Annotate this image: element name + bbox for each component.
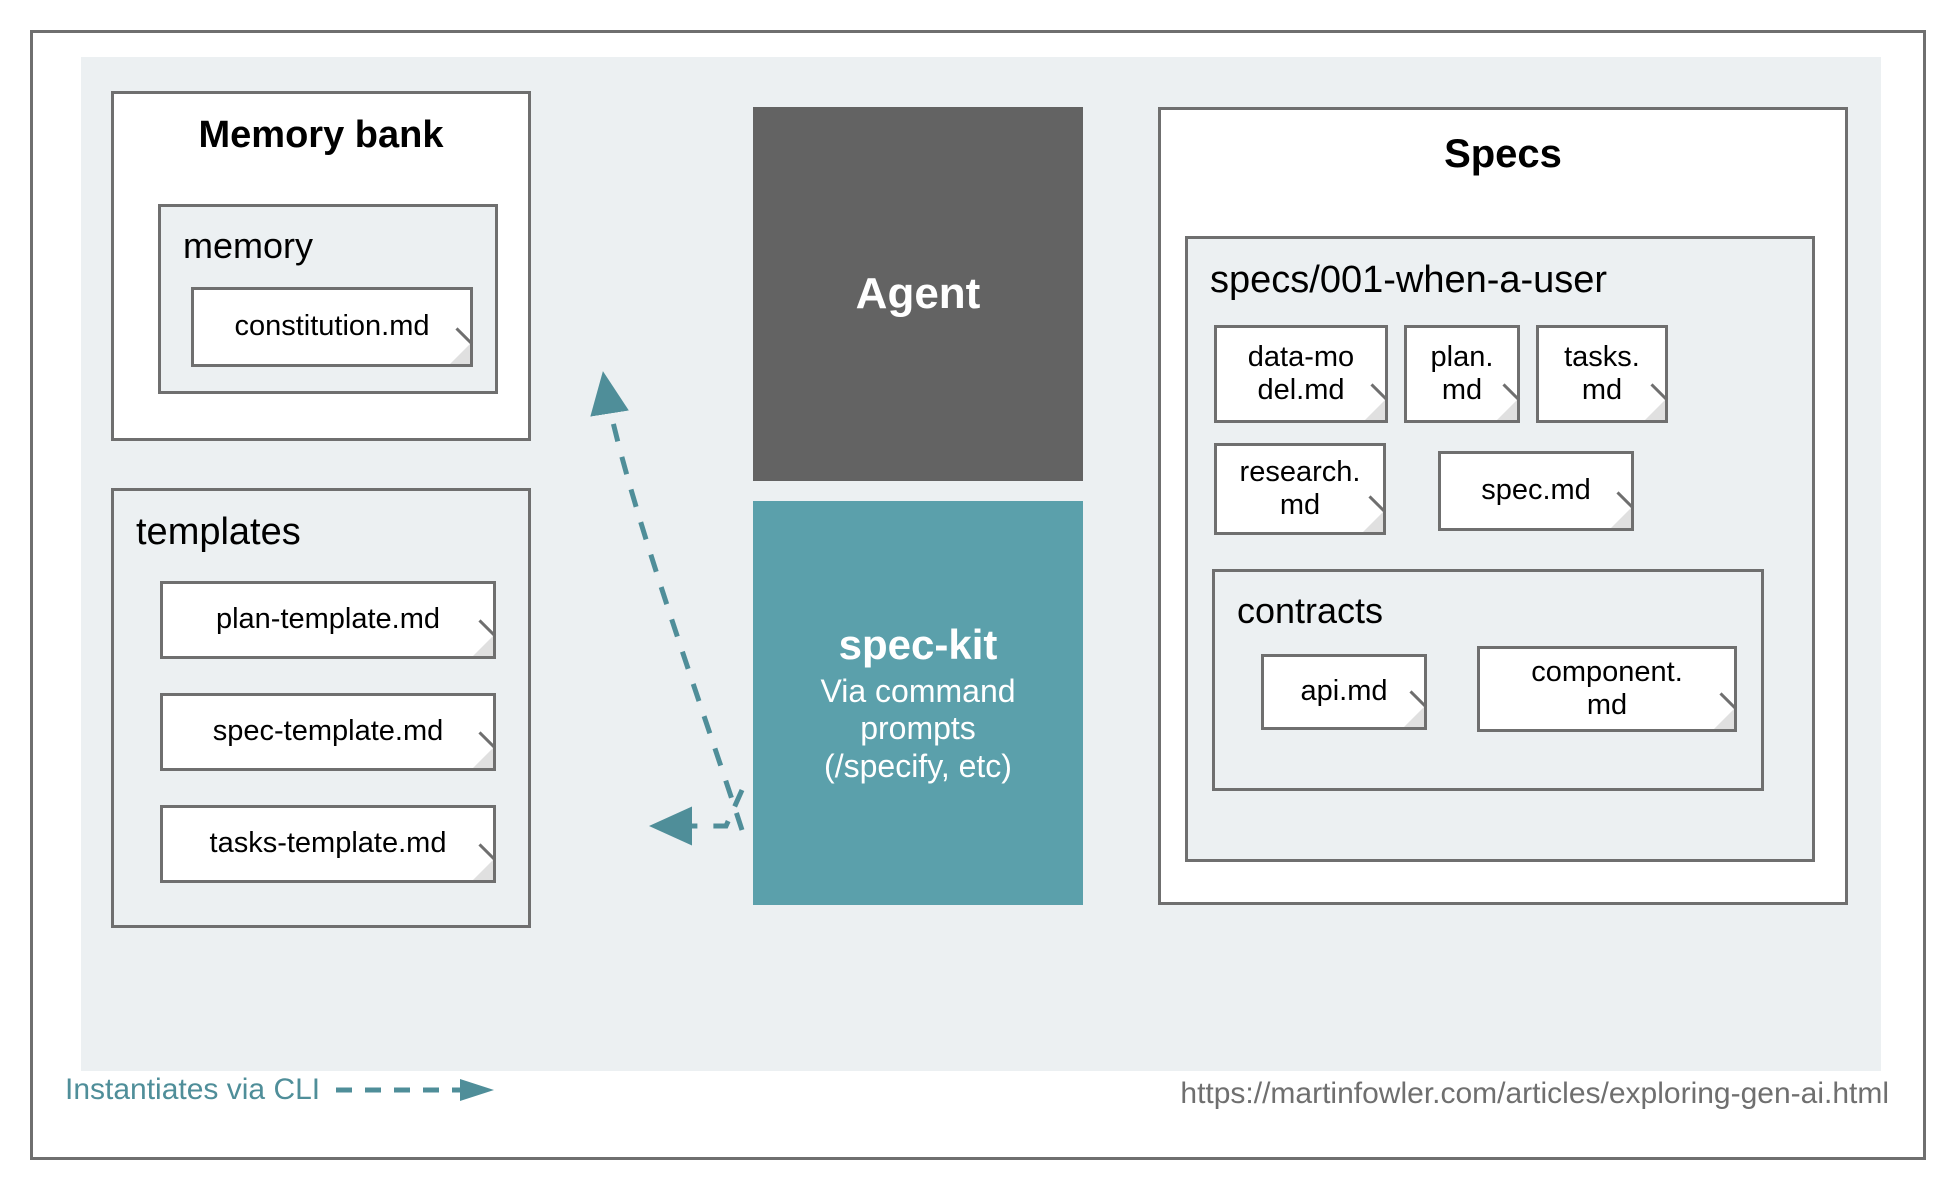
templates-group-title: templates: [136, 511, 301, 553]
contracts-group: contracts api.md component. md: [1212, 569, 1764, 791]
file-card-plan[interactable]: plan. md: [1404, 325, 1521, 423]
page-fold-icon: [1404, 707, 1424, 727]
file-card-label: tasks. md: [1564, 340, 1640, 406]
page-fold-icon: [450, 344, 470, 364]
memory-group-title: memory: [183, 225, 314, 266]
file-card-spec-template[interactable]: spec-template.md: [160, 693, 497, 771]
file-card-label: plan-template.md: [215, 603, 441, 636]
page-fold-icon: [1365, 400, 1385, 420]
specs-group: Specs specs/001-when-a-user data-mo del.…: [1158, 107, 1848, 905]
source-url: https://martinfowler.com/articles/explor…: [1180, 1077, 1889, 1110]
feature-folder-group: specs/001-when-a-user data-mo del.md pla…: [1185, 236, 1815, 862]
page-fold-icon: [1497, 400, 1517, 420]
file-card-label: spec-template.md: [212, 715, 444, 748]
page-fold-icon: [1645, 400, 1665, 420]
page-fold-edge-icon: [478, 843, 497, 861]
legend-dashed-arrow-icon: [336, 1079, 495, 1101]
legend-label: Instantiates via CLI: [65, 1073, 321, 1106]
file-card-label: spec.md: [1481, 474, 1591, 507]
spec-kit-subtitle-line-2: prompts: [860, 710, 976, 747]
page-fold-icon: [1363, 512, 1383, 532]
page-fold-edge-icon: [478, 619, 497, 637]
feature-folder-title: specs/001-when-a-user: [1210, 259, 1608, 301]
file-card-tasks-template[interactable]: tasks-template.md: [160, 805, 497, 883]
file-card-label: data-mo del.md: [1247, 340, 1355, 406]
file-card-tasks[interactable]: tasks. md: [1536, 325, 1669, 423]
specs-title: Specs: [1444, 132, 1562, 176]
memory-group: memory constitution.md: [158, 204, 498, 394]
page-fold-icon: [473, 860, 493, 880]
file-card-data-model[interactable]: data-mo del.md: [1214, 325, 1389, 423]
file-card-label: research. md: [1239, 455, 1361, 521]
file-card-constitution[interactable]: constitution.md: [191, 287, 474, 367]
file-card-label: tasks-template.md: [209, 827, 447, 860]
page-fold-edge-icon: [1719, 692, 1738, 710]
agent-block[interactable]: Agent: [753, 107, 1083, 481]
agent-block-title: Agent: [855, 269, 981, 318]
templates-group: templates plan-template.md spec-template…: [111, 488, 531, 928]
spec-kit-subtitle-line-3: (/specify, etc): [824, 747, 1012, 784]
page-fold-icon: [1611, 508, 1631, 528]
file-card-spec[interactable]: spec.md: [1438, 451, 1635, 531]
page-fold-edge-icon: [1650, 383, 1669, 401]
page-fold-edge-icon: [478, 731, 497, 749]
memory-bank-title: Memory bank: [198, 114, 444, 156]
spec-kit-subtitle-line-1: Via command: [820, 673, 1016, 710]
file-card-research[interactable]: research. md: [1214, 443, 1387, 535]
page-fold-edge-icon: [1368, 495, 1387, 513]
page-fold-edge-icon: [1409, 690, 1428, 708]
page-fold-edge-icon: [1502, 383, 1521, 401]
page-fold-edge-icon: [455, 327, 474, 345]
spec-kit-block[interactable]: spec-kit Via command prompts (/specify, …: [753, 501, 1083, 905]
file-card-label: plan. md: [1430, 340, 1494, 406]
file-card-label: constitution.md: [234, 310, 430, 343]
file-card-api[interactable]: api.md: [1261, 654, 1428, 730]
file-card-label: component. md: [1531, 655, 1683, 721]
file-card-label: api.md: [1300, 675, 1388, 708]
page-fold-edge-icon: [1370, 383, 1389, 401]
page-fold-icon: [1714, 709, 1734, 729]
page-fold-icon: [473, 636, 493, 656]
spec-kit-title: spec-kit: [838, 621, 998, 669]
page-fold-edge-icon: [1616, 491, 1635, 509]
file-card-component[interactable]: component. md: [1477, 646, 1738, 732]
diagram-outer-frame: Memory bank memory constitution.md templ…: [30, 30, 1926, 1160]
page-fold-icon: [473, 748, 493, 768]
file-card-plan-template[interactable]: plan-template.md: [160, 581, 497, 659]
memory-bank-group: Memory bank memory constitution.md: [111, 91, 531, 441]
contracts-group-title: contracts: [1237, 590, 1384, 631]
legend-instantiates: Instantiates via CLI: [65, 1073, 504, 1107]
